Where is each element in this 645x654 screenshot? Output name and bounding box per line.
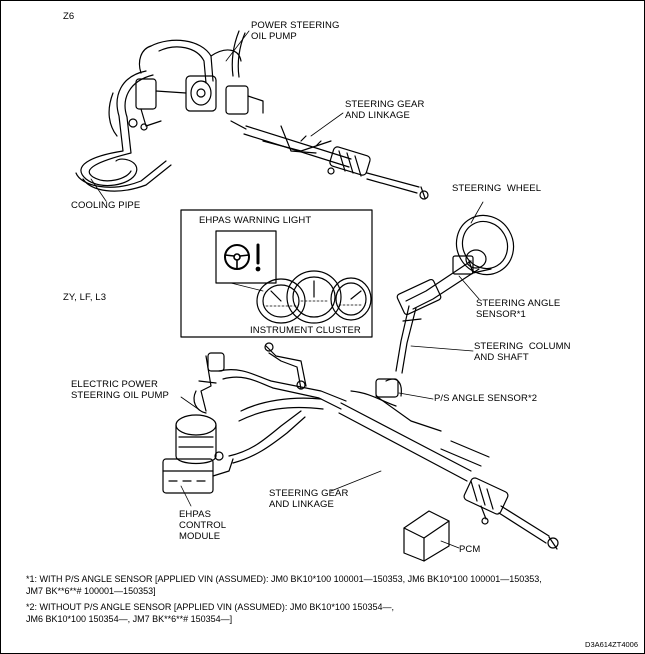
- electric-oil-pump-drawing: [175, 352, 225, 465]
- footnote-2-line-1: *2: WITHOUT P/S ANGLE SENSOR [APPLIED VI…: [26, 602, 394, 612]
- footnote-2-line-2: JM6 BK10*100 150354—, JM7 BK**6**# 15035…: [26, 614, 233, 624]
- label-power-steering-oil-pump: POWER STEERING OIL PUMP: [251, 20, 340, 42]
- steering-wheel-drawing: [455, 214, 515, 276]
- footnote-1-line-2: JM7 BK**6**# 100001—150353]: [26, 586, 156, 596]
- instrument-cluster-box: [180, 209, 373, 338]
- label-pcm: PCM: [459, 544, 481, 555]
- top-hoses: [138, 30, 246, 84]
- label-steering-column-shaft: STEERING COLUMN AND SHAFT: [474, 341, 571, 363]
- section-label-z6: Z6: [63, 11, 75, 22]
- label-steering-wheel: STEERING WHEEL: [452, 183, 542, 194]
- top-oil-pump: [128, 75, 264, 131]
- label-ps-angle-sensor: P/S ANGLE SENSOR*2: [434, 393, 538, 404]
- label-steering-gear-linkage-bottom: STEERING GEAR AND LINKAGE: [269, 488, 349, 510]
- top-steering-gear: [230, 120, 429, 200]
- label-instrument-cluster: INSTRUMENT CLUSTER: [250, 325, 361, 336]
- label-ehpas-control-module: EHPAS CONTROL MODULE: [179, 509, 227, 542]
- label-cooling-pipe: COOLING PIPE: [71, 200, 141, 211]
- pcm-drawing: [403, 510, 450, 562]
- top-cooling-pipe: [75, 70, 172, 192]
- label-ehpas-warning-light: EHPAS WARNING LIGHT: [199, 215, 312, 226]
- footnote-1-line-1: *1: WITH P/S ANGLE SENSOR [APPLIED VIN (…: [26, 574, 542, 584]
- label-steering-gear-linkage-top: STEERING GEAR AND LINKAGE: [345, 99, 425, 121]
- label-electric-power-steering-oil-pump: ELECTRIC POWER STEERING OIL PUMP: [71, 379, 169, 401]
- steering-column-drawing: [395, 255, 480, 374]
- section-label-zy-lf-l3: ZY, LF, L3: [63, 292, 107, 303]
- figure-code: D3A614ZT4006: [585, 640, 638, 649]
- label-steering-angle-sensor: STEERING ANGLE SENSOR*1: [476, 298, 561, 320]
- bottom-hoses: [218, 342, 347, 464]
- top-leader-lines: [90, 30, 344, 202]
- ehpas-control-module-drawing: [162, 451, 234, 494]
- bottom-leader-lines: [180, 201, 484, 549]
- bottom-steering-gear: [338, 378, 559, 550]
